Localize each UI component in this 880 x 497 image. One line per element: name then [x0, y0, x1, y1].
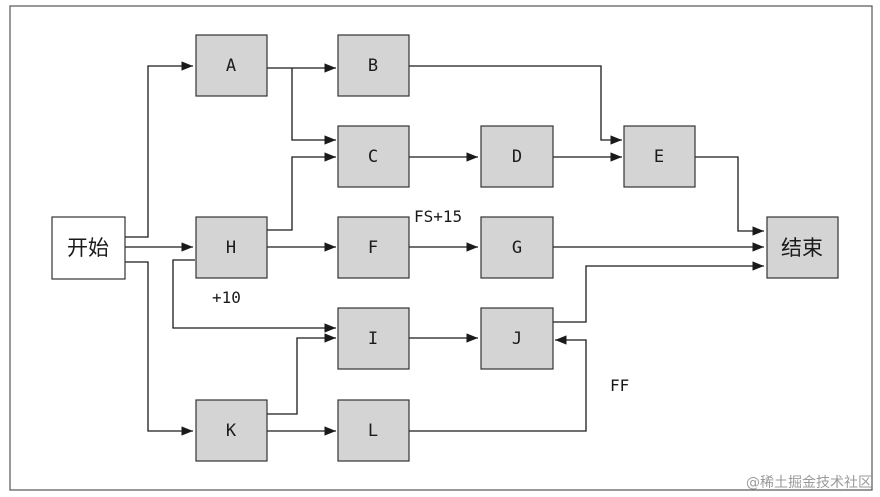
node-k: K — [195, 399, 268, 462]
annotation-f-to-g: FS+15 — [414, 207, 462, 226]
edge-e-end — [695, 156, 764, 236]
node-c: C — [337, 125, 410, 188]
node-a-label: A — [226, 56, 236, 76]
annotation-l-to-j: FF — [610, 376, 629, 395]
node-l: L — [337, 399, 410, 462]
node-f-label: F — [368, 238, 378, 258]
edges — [125, 61, 764, 436]
node-l-label: L — [368, 421, 378, 441]
node-start-label: 开始 — [67, 236, 109, 260]
node-f: F — [337, 216, 410, 279]
node-e-label: E — [654, 147, 664, 167]
edge-l-j — [409, 335, 587, 432]
node-end-label: 结束 — [781, 236, 823, 260]
node-d-label: D — [512, 147, 522, 167]
edge-j-end — [553, 261, 764, 323]
node-i-label: I — [368, 329, 378, 349]
node-j-label: J — [512, 329, 522, 349]
node-k-label: K — [226, 421, 237, 441]
node-j: J — [480, 307, 554, 370]
node-b: B — [337, 34, 410, 97]
node-h-label: H — [226, 238, 236, 258]
edge-h-i — [172, 259, 336, 333]
node-b-label: B — [368, 56, 378, 76]
node-a: A — [195, 34, 268, 97]
annotation-h-lag: +10 — [212, 288, 241, 307]
node-c-label: C — [368, 147, 378, 167]
edge-start-a — [125, 61, 193, 238]
watermark: @稀土掘金技术社区 — [746, 475, 872, 491]
edge-a-c — [291, 68, 336, 145]
diagram-frame — [9, 5, 873, 491]
edge-k-i — [267, 333, 336, 415]
node-i: I — [337, 307, 410, 370]
node-start: 开始 — [51, 216, 126, 280]
node-end: 结束 — [766, 216, 839, 279]
node-d: D — [480, 125, 554, 188]
node-g: G — [480, 216, 554, 279]
edge-start-k — [125, 261, 193, 436]
node-e: E — [623, 125, 696, 188]
node-h: H — [195, 216, 268, 279]
edge-h-c — [267, 152, 336, 231]
edge-b-e — [409, 65, 622, 145]
node-g-label: G — [512, 238, 522, 258]
